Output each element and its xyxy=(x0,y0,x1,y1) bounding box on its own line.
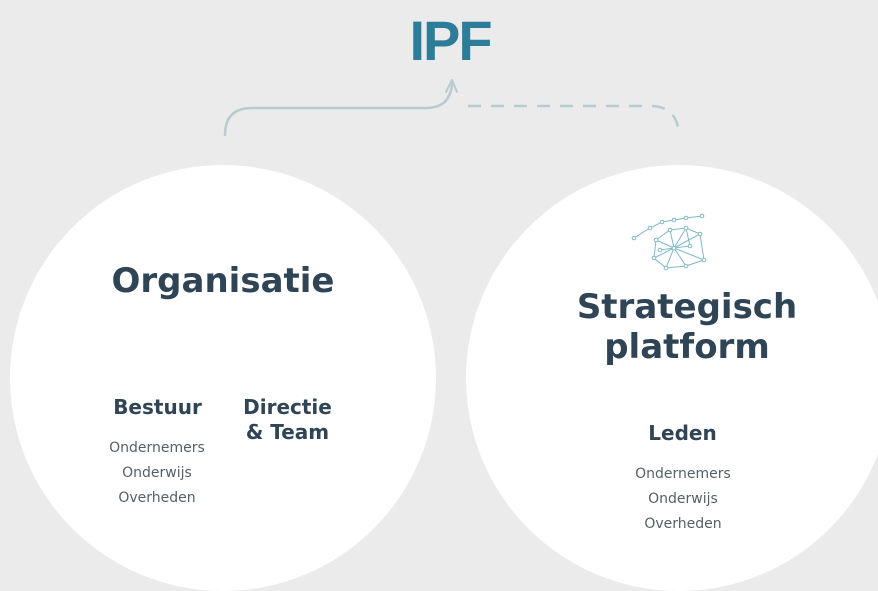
list-item: Ondernemers xyxy=(635,466,731,482)
list-item: Onderwijs xyxy=(122,465,192,481)
dashed-connector xyxy=(468,104,681,135)
list-item: Onderwijs xyxy=(648,491,718,507)
bestuur-heading: Bestuur xyxy=(113,395,202,419)
strategisch-platform-circle xyxy=(466,165,878,591)
solid-connector xyxy=(223,82,454,137)
directie-team-heading: Directie & Team xyxy=(243,395,332,444)
ipf-logo: IPF xyxy=(409,10,493,66)
list-item: Overheden xyxy=(118,490,196,506)
arrowhead-icon xyxy=(445,79,458,93)
leden-list: Ondernemers Onderwijs Overheden xyxy=(616,462,750,537)
bestuur-list: Ondernemers Onderwijs Overheden xyxy=(92,436,222,511)
organisatie-title: Organisatie xyxy=(111,261,335,301)
network-graph-icon xyxy=(631,213,707,271)
list-item: Ondernemers xyxy=(109,440,205,456)
list-item: Overheden xyxy=(644,516,722,532)
logo-text: IPF xyxy=(409,10,491,66)
leden-heading: Leden xyxy=(648,421,717,445)
strategisch-platform-title: Strategisch platform xyxy=(576,287,798,367)
organisatie-circle xyxy=(10,165,436,591)
